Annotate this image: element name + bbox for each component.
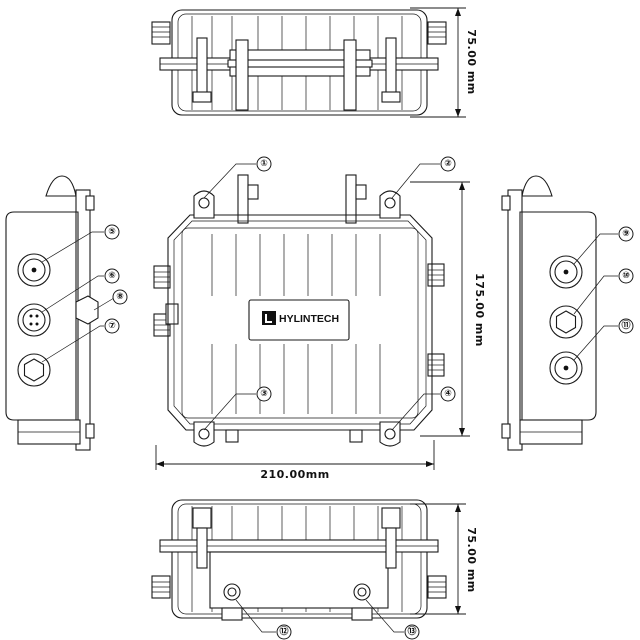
callout-13: ⑬ [404,624,420,640]
svg-text:⑪: ⑪ [621,319,630,331]
callout-6: ⑥ [104,268,120,284]
svg-text:②: ② [444,159,452,169]
callout-7: ⑦ [104,318,120,334]
callout-2: ② [440,156,456,172]
callout-9: ⑨ [618,226,634,242]
dimension-depth-bottom: 75.00 mm [410,503,478,615]
callout-8: ⑧ [112,289,128,305]
callout-5: ⑤ [104,224,120,240]
svg-text:⑦: ⑦ [108,321,116,331]
svg-text:①: ① [260,159,268,169]
svg-text:⑧: ⑧ [116,292,124,302]
callout-11: ⑪ [618,318,634,334]
svg-text:⑫: ⑫ [279,625,288,637]
callout-4: ④ [440,386,456,402]
dimension-width: 210.00mm [155,440,435,481]
svg-text:⑨: ⑨ [622,229,630,239]
svg-text:⑥: ⑥ [108,271,116,281]
right-side-view [501,175,618,451]
top-view [151,9,447,116]
brand-name: HYLINTECH [279,313,339,325]
bottom-view [151,499,447,633]
svg-text:⑬: ⑬ [407,625,416,637]
dimension-depth-bottom-label: 75.00 mm [465,527,478,593]
svg-text:⑩: ⑩ [622,271,630,281]
front-view: HYLINTECH [153,174,445,447]
callout-3: ③ [256,386,272,402]
left-side-view [5,175,115,451]
dimension-width-label: 210.00mm [260,468,329,481]
front-leaders [203,163,440,431]
dimension-depth-top: 75.00 mm [410,7,478,118]
svg-text:④: ④ [444,389,452,399]
svg-text:③: ③ [260,389,268,399]
dimension-height-label: 175.00 mm [473,273,486,347]
dimension-height: 175.00 mm [410,181,486,437]
dimension-depth-top-label: 75.00 mm [465,29,478,95]
callout-10: ⑩ [618,268,634,284]
callout-1: ① [256,156,272,172]
callout-12: ⑫ [276,624,292,640]
svg-text:⑤: ⑤ [108,227,116,237]
